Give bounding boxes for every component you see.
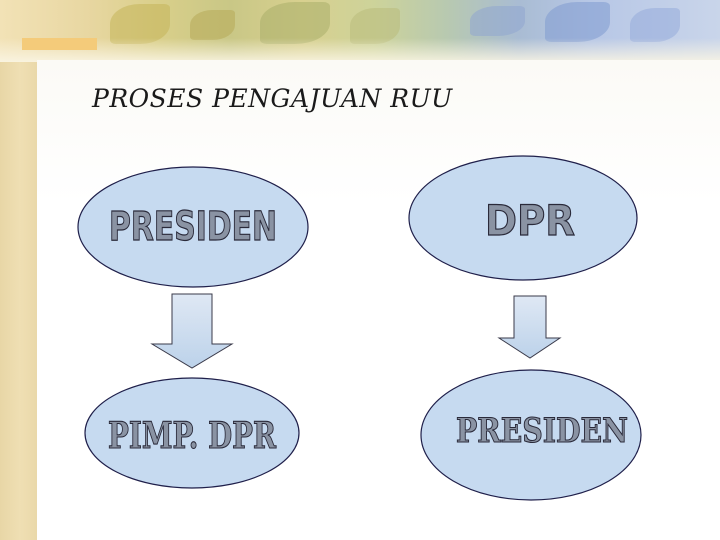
node-presiden-top: PRESIDEN: [77, 166, 309, 288]
left-parchment-strip: [0, 0, 40, 540]
node-pimp-dpr-label: PIMP. DPR: [108, 415, 277, 457]
arrow-down-right: [497, 295, 562, 359]
arrow-down-left: [150, 293, 234, 369]
node-dpr-top-label: DPR: [485, 196, 575, 245]
node-presiden-bottom-label: PRESIDEN: [456, 411, 628, 451]
page-title: PROSES PENGAJUAN RUU: [92, 84, 453, 113]
node-presiden-top-label: PRESIDEN: [109, 204, 277, 250]
node-dpr-top: DPR: [408, 155, 638, 281]
decorative-header-banner: [0, 0, 720, 62]
node-pimp-dpr: PIMP. DPR: [84, 377, 300, 489]
node-presiden-bottom: PRESIDEN: [420, 369, 642, 501]
accent-bar: [22, 38, 97, 50]
